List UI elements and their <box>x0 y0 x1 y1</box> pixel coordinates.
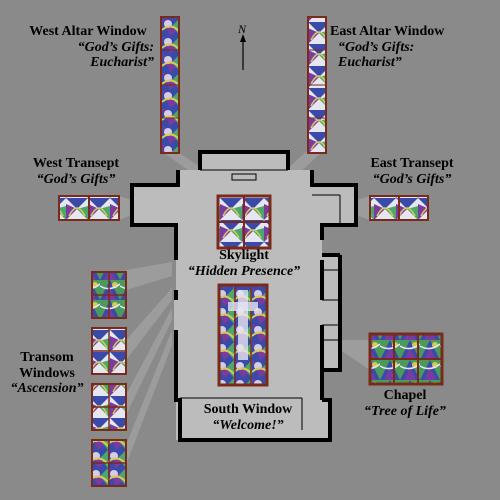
east-transept-window[interactable] <box>369 195 429 221</box>
sight-lines <box>119 152 370 465</box>
north-arrow-icon <box>240 34 246 70</box>
west-transept-label: West Transept “God’s Gifts” <box>26 156 126 187</box>
east-transept-subtitle: “God’s Gifts” <box>372 171 452 187</box>
east-altar-title: East Altar Window <box>330 24 445 39</box>
transom-window-1[interactable] <box>91 271 127 319</box>
east-altar-window[interactable] <box>307 16 327 154</box>
south-window[interactable] <box>217 283 269 387</box>
west-altar-subtitle-1: “God’s Gifts: <box>77 39 154 55</box>
north-label: N <box>238 22 247 36</box>
transom-title-1: Transom <box>20 350 74 365</box>
east-transept-label: East Transept “God’s Gifts” <box>362 156 462 187</box>
east-altar-label: East Altar Window “God’s Gifts: Eucharis… <box>330 24 460 71</box>
chapel-window[interactable] <box>368 332 444 386</box>
east-altar-subtitle-1: “God’s Gifts: <box>338 39 415 55</box>
church-walls <box>130 150 358 442</box>
west-altar-label: West Altar Window “God’s Gifts: Eucharis… <box>18 24 158 71</box>
south-window-subtitle: “Welcome!” <box>212 417 284 433</box>
transom-window-2[interactable] <box>91 327 127 375</box>
transom-label: Transom Windows “Ascension” <box>4 350 90 397</box>
south-window-title: South Window <box>203 402 293 417</box>
east-altar-subtitle-2: Eucharist” <box>338 55 402 71</box>
west-transept-title: West Transept <box>32 156 120 171</box>
east-transept-title: East Transept <box>370 156 454 171</box>
north-arrow: N <box>236 22 250 72</box>
skylight-window[interactable] <box>216 194 272 250</box>
west-altar-title: West Altar Window <box>29 24 147 39</box>
chapel-subtitle: “Tree of Life” <box>364 403 446 419</box>
transom-title-2: Windows <box>19 365 75 381</box>
transom-subtitle: “Ascension” <box>10 381 84 397</box>
skylight-title: Skylight <box>219 248 269 263</box>
chapel-title: Chapel <box>383 388 427 403</box>
west-altar-window[interactable] <box>160 16 180 154</box>
south-window-label: South Window “Welcome!” <box>190 402 306 433</box>
transom-window-3[interactable] <box>91 383 127 431</box>
skylight-label: Skylight “Hidden Presence” <box>180 248 308 279</box>
west-transept-window[interactable] <box>58 195 120 221</box>
west-altar-subtitle-2: Eucharist” <box>90 55 154 71</box>
chapel-label: Chapel “Tree of Life” <box>350 388 460 419</box>
transom-window-4[interactable] <box>91 439 127 487</box>
interior-lines <box>180 169 341 430</box>
skylight-subtitle: “Hidden Presence” <box>187 263 301 279</box>
transom-windows[interactable] <box>91 271 127 487</box>
west-transept-subtitle: “God’s Gifts” <box>36 171 116 187</box>
